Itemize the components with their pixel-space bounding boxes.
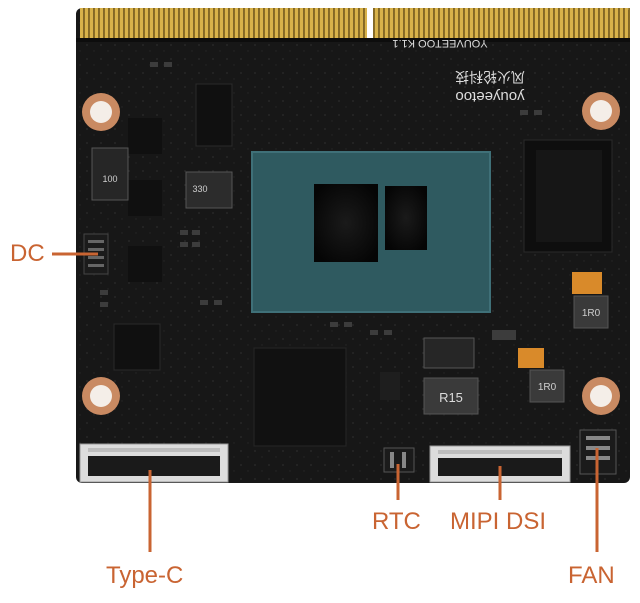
soc-die-secondary bbox=[385, 186, 427, 250]
svg-text:1R0: 1R0 bbox=[582, 308, 601, 319]
svg-text:风火轮科技: 风火轮科技 bbox=[455, 69, 525, 85]
svg-text:330: 330 bbox=[192, 184, 207, 194]
memory-chip-bottom bbox=[253, 347, 347, 447]
rtc-label: RTC bbox=[372, 508, 421, 535]
inductor-1r0-b: 1R0 bbox=[529, 369, 565, 403]
ic-left-mid bbox=[128, 180, 162, 216]
mounting-hole-bottom-right bbox=[582, 377, 620, 415]
inductor-r15: R15 bbox=[423, 377, 479, 415]
rtc-connector bbox=[383, 447, 415, 473]
silkscreen-branding: YOUVEETOO K1.1 风火轮科技 youyeetoo bbox=[392, 37, 525, 105]
ic-top-left bbox=[195, 83, 233, 147]
tantalum-cap-b bbox=[518, 348, 544, 368]
inductor-330: 330 bbox=[185, 171, 233, 209]
gold-finger-connector bbox=[76, 8, 630, 42]
ic-pmic bbox=[113, 323, 161, 371]
dc-label: DC bbox=[10, 240, 45, 267]
fan-label: FAN bbox=[568, 562, 615, 589]
inductor-1r0-a: 1R0 bbox=[573, 295, 609, 329]
svg-text:100: 100 bbox=[102, 174, 117, 184]
type-c-label: Type-C bbox=[106, 562, 184, 589]
svg-text:YOUVEETOO K1.1: YOUVEETOO K1.1 bbox=[392, 37, 487, 49]
capacitor-100: 100 bbox=[91, 147, 129, 201]
tantalum-cap-a bbox=[572, 272, 602, 294]
soc-die-main bbox=[314, 184, 378, 262]
mounting-hole-top-right bbox=[582, 92, 620, 130]
capacitor-bottom bbox=[423, 337, 475, 369]
mounting-hole-top-left bbox=[82, 93, 120, 131]
svg-text:1R0: 1R0 bbox=[538, 382, 557, 393]
mounting-hole-bottom-left bbox=[82, 377, 120, 415]
ic-left-lower bbox=[128, 246, 162, 282]
ic-small-top bbox=[128, 118, 162, 154]
soc-package bbox=[251, 151, 491, 313]
mipi-dsi-label: MIPI DSI bbox=[450, 508, 547, 535]
svg-text:R15: R15 bbox=[439, 390, 463, 405]
svg-text:youyeetoo: youyeetoo bbox=[455, 88, 524, 105]
type-c-connector bbox=[79, 443, 229, 483]
smd-components bbox=[100, 62, 542, 400]
